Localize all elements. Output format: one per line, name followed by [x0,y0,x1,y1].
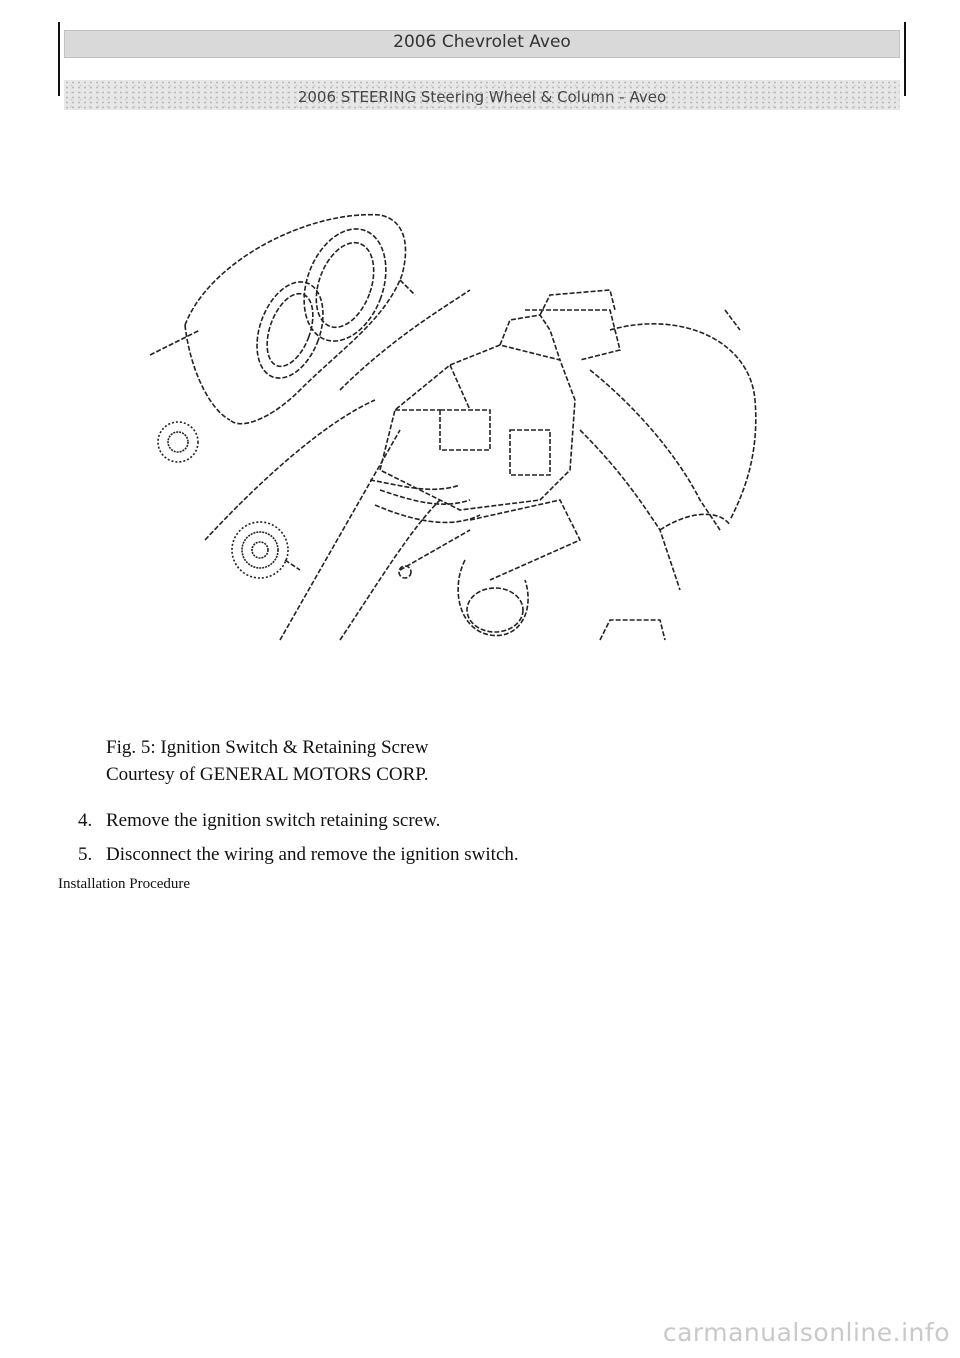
procedure-steps: 4. Remove the ignition switch retaining … [78,804,519,872]
header-subtitle-band [64,80,900,110]
page-header: 2006 Chevrolet Aveo 2006 STEERING Steeri… [58,22,906,118]
list-item: 4. Remove the ignition switch retaining … [78,804,519,838]
figure-caption: Fig. 5: Ignition Switch & Retaining Scre… [106,734,429,788]
watermark: carmanualsonline.info [662,1318,950,1347]
header-left-rule [58,22,60,96]
header-right-rule [904,22,906,96]
header-title-band [64,30,900,58]
step-text: Disconnect the wiring and remove the ign… [106,844,519,865]
figure-caption-credit: Courtesy of GENERAL MOTORS CORP. [106,764,429,785]
header-title: 2006 Chevrolet Aveo [393,32,571,52]
figure-caption-title: Fig. 5: Ignition Switch & Retaining Scre… [106,737,429,758]
list-item: 5. Disconnect the wiring and remove the … [78,838,519,872]
header-subtitle: 2006 STEERING Steering Wheel & Column - … [297,88,667,106]
step-text: Remove the ignition switch retaining scr… [106,810,441,831]
ignition-switch-illustration [140,200,780,650]
step-number: 4. [78,810,93,831]
section-heading: Installation Procedure [58,876,191,892]
step-number: 5. [78,844,93,865]
